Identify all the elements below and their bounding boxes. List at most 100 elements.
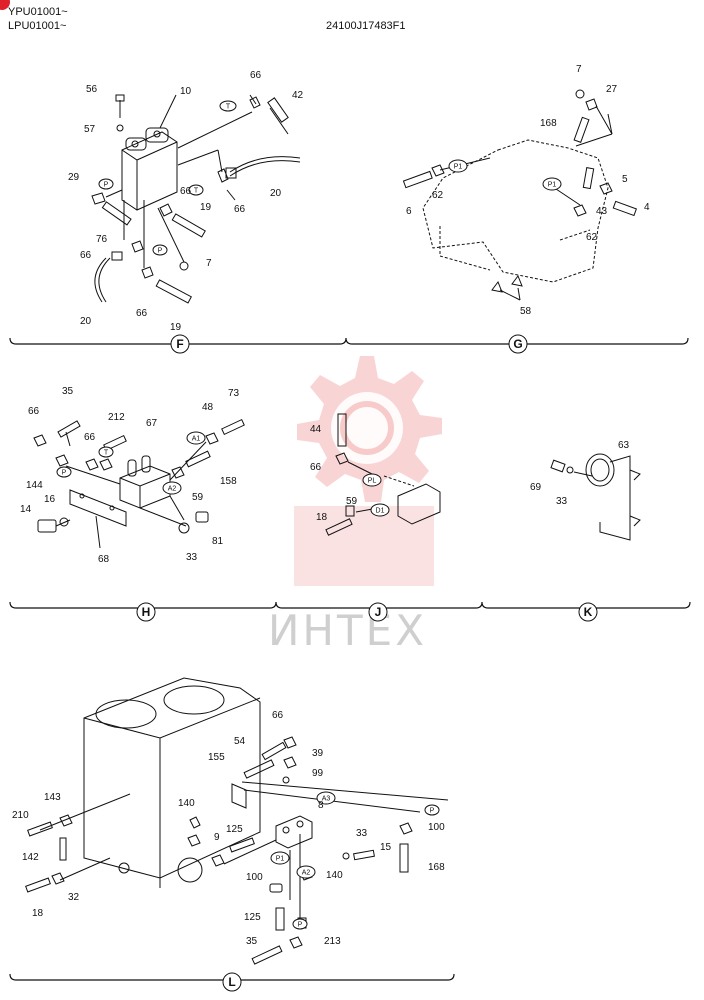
part-number: 44 — [310, 424, 322, 435]
port-tag: P — [104, 182, 109, 189]
part-number: 66 — [180, 186, 192, 197]
part-number: 59 — [192, 492, 204, 503]
part-number: 140 — [178, 798, 195, 809]
part-number: 42 — [292, 90, 304, 101]
part-number: 16 — [44, 494, 56, 505]
part-number: 66 — [84, 432, 96, 443]
part-number: 168 — [540, 118, 557, 129]
part-number: 59 — [346, 496, 358, 507]
part-number: 43 — [596, 206, 608, 217]
part-number: 10 — [180, 86, 192, 97]
section-g-drawing — [422, 139, 609, 283]
port-tags: T P T P P1 P1 A1 T P A2 PL D1 A3 P P1 A2… — [56, 100, 562, 930]
part-number: 20 — [270, 188, 282, 199]
port-tag: P — [430, 808, 435, 815]
section-label-l: L — [228, 975, 235, 989]
part-number: 158 — [220, 476, 237, 487]
part-number: 66 — [310, 462, 322, 473]
watermark-text: ИНТЕХ — [268, 606, 427, 655]
part-number: 33 — [556, 496, 568, 507]
part-number: 68 — [98, 554, 110, 565]
part-number: 66 — [272, 710, 284, 721]
part-number: 66 — [250, 70, 262, 81]
port-tag: P1 — [276, 856, 285, 863]
part-number: 20 — [80, 316, 92, 327]
part-number: 7 — [206, 258, 212, 269]
part-number: 66 — [28, 406, 40, 417]
port-tag: A2 — [302, 870, 311, 877]
part-number: 33 — [186, 552, 198, 563]
part-number: 54 — [234, 736, 246, 747]
part-number: 48 — [202, 402, 214, 413]
part-number: 35 — [62, 386, 74, 397]
part-number: 19 — [170, 322, 182, 333]
part-number: 81 — [212, 536, 224, 547]
part-number: 35 — [246, 936, 258, 947]
part-number: 4 — [644, 202, 650, 213]
part-number: 27 — [606, 84, 618, 95]
port-tag: P — [62, 470, 67, 477]
port-tag: A3 — [322, 796, 331, 803]
part-number: 213 — [324, 936, 341, 947]
part-number: 155 — [208, 752, 225, 763]
part-number: 125 — [244, 912, 261, 923]
part-number: 5 — [622, 174, 628, 185]
section-k-drawing — [550, 453, 641, 541]
part-number: 62 — [432, 190, 444, 201]
part-number: 100 — [428, 822, 445, 833]
port-tag: T — [194, 188, 199, 195]
part-number: 6 — [406, 206, 412, 217]
part-number: 76 — [96, 234, 108, 245]
section-label-k: K — [584, 605, 593, 619]
part-number: 168 — [428, 862, 445, 873]
port-tag: P — [158, 248, 163, 255]
part-number: 7 — [576, 64, 582, 75]
port-tag: D1 — [376, 508, 385, 515]
serial-range-2: LPU01001~ — [8, 20, 67, 32]
part-number: 63 — [618, 440, 630, 451]
part-number: 15 — [380, 842, 392, 853]
part-number: 57 — [84, 124, 96, 135]
part-number: 99 — [312, 768, 324, 779]
callouts-section-l: 66 54 39 155 99 143 210 140 8 125 9 142 … — [12, 710, 445, 947]
port-tag: P — [298, 922, 303, 929]
section-label-h: H — [142, 605, 151, 619]
corner-marker — [0, 0, 10, 10]
section-f-drawing — [91, 94, 301, 304]
part-number: 66 — [234, 204, 246, 215]
section-h-drawing — [33, 418, 245, 549]
part-number: 66 — [136, 308, 148, 319]
part-number: 66 — [80, 250, 92, 261]
part-number: 29 — [68, 172, 80, 183]
section-label-j: J — [375, 605, 382, 619]
part-number: 67 — [146, 418, 158, 429]
part-number: 62 — [586, 232, 598, 243]
port-tag: A2 — [168, 486, 177, 493]
section-l-drawing — [25, 677, 449, 965]
part-number: 18 — [316, 512, 328, 523]
part-number: 140 — [326, 870, 343, 881]
section-g-parts — [402, 89, 638, 301]
port-tag: A1 — [192, 436, 201, 443]
callouts-section-j: 44 66 59 18 — [310, 424, 358, 523]
part-number: 143 — [44, 792, 61, 803]
part-number: 19 — [200, 202, 212, 213]
part-number: 69 — [530, 482, 542, 493]
part-number: 8 — [318, 800, 324, 811]
part-number: 210 — [12, 810, 29, 821]
port-tag: T — [226, 104, 231, 111]
port-tag: P1 — [454, 164, 463, 171]
part-number: 18 — [32, 908, 44, 919]
part-number: 9 — [214, 832, 220, 843]
part-number: 73 — [228, 388, 240, 399]
part-number: 33 — [356, 828, 368, 839]
port-tag: P1 — [548, 182, 557, 189]
drawing-code: 24100J17483F1 — [326, 20, 406, 32]
section-dividers — [9, 337, 691, 981]
port-tag: T — [104, 450, 109, 457]
part-number: 142 — [22, 852, 39, 863]
section-label-g: G — [513, 337, 522, 351]
section-labels: F G H J K L — [136, 334, 598, 992]
